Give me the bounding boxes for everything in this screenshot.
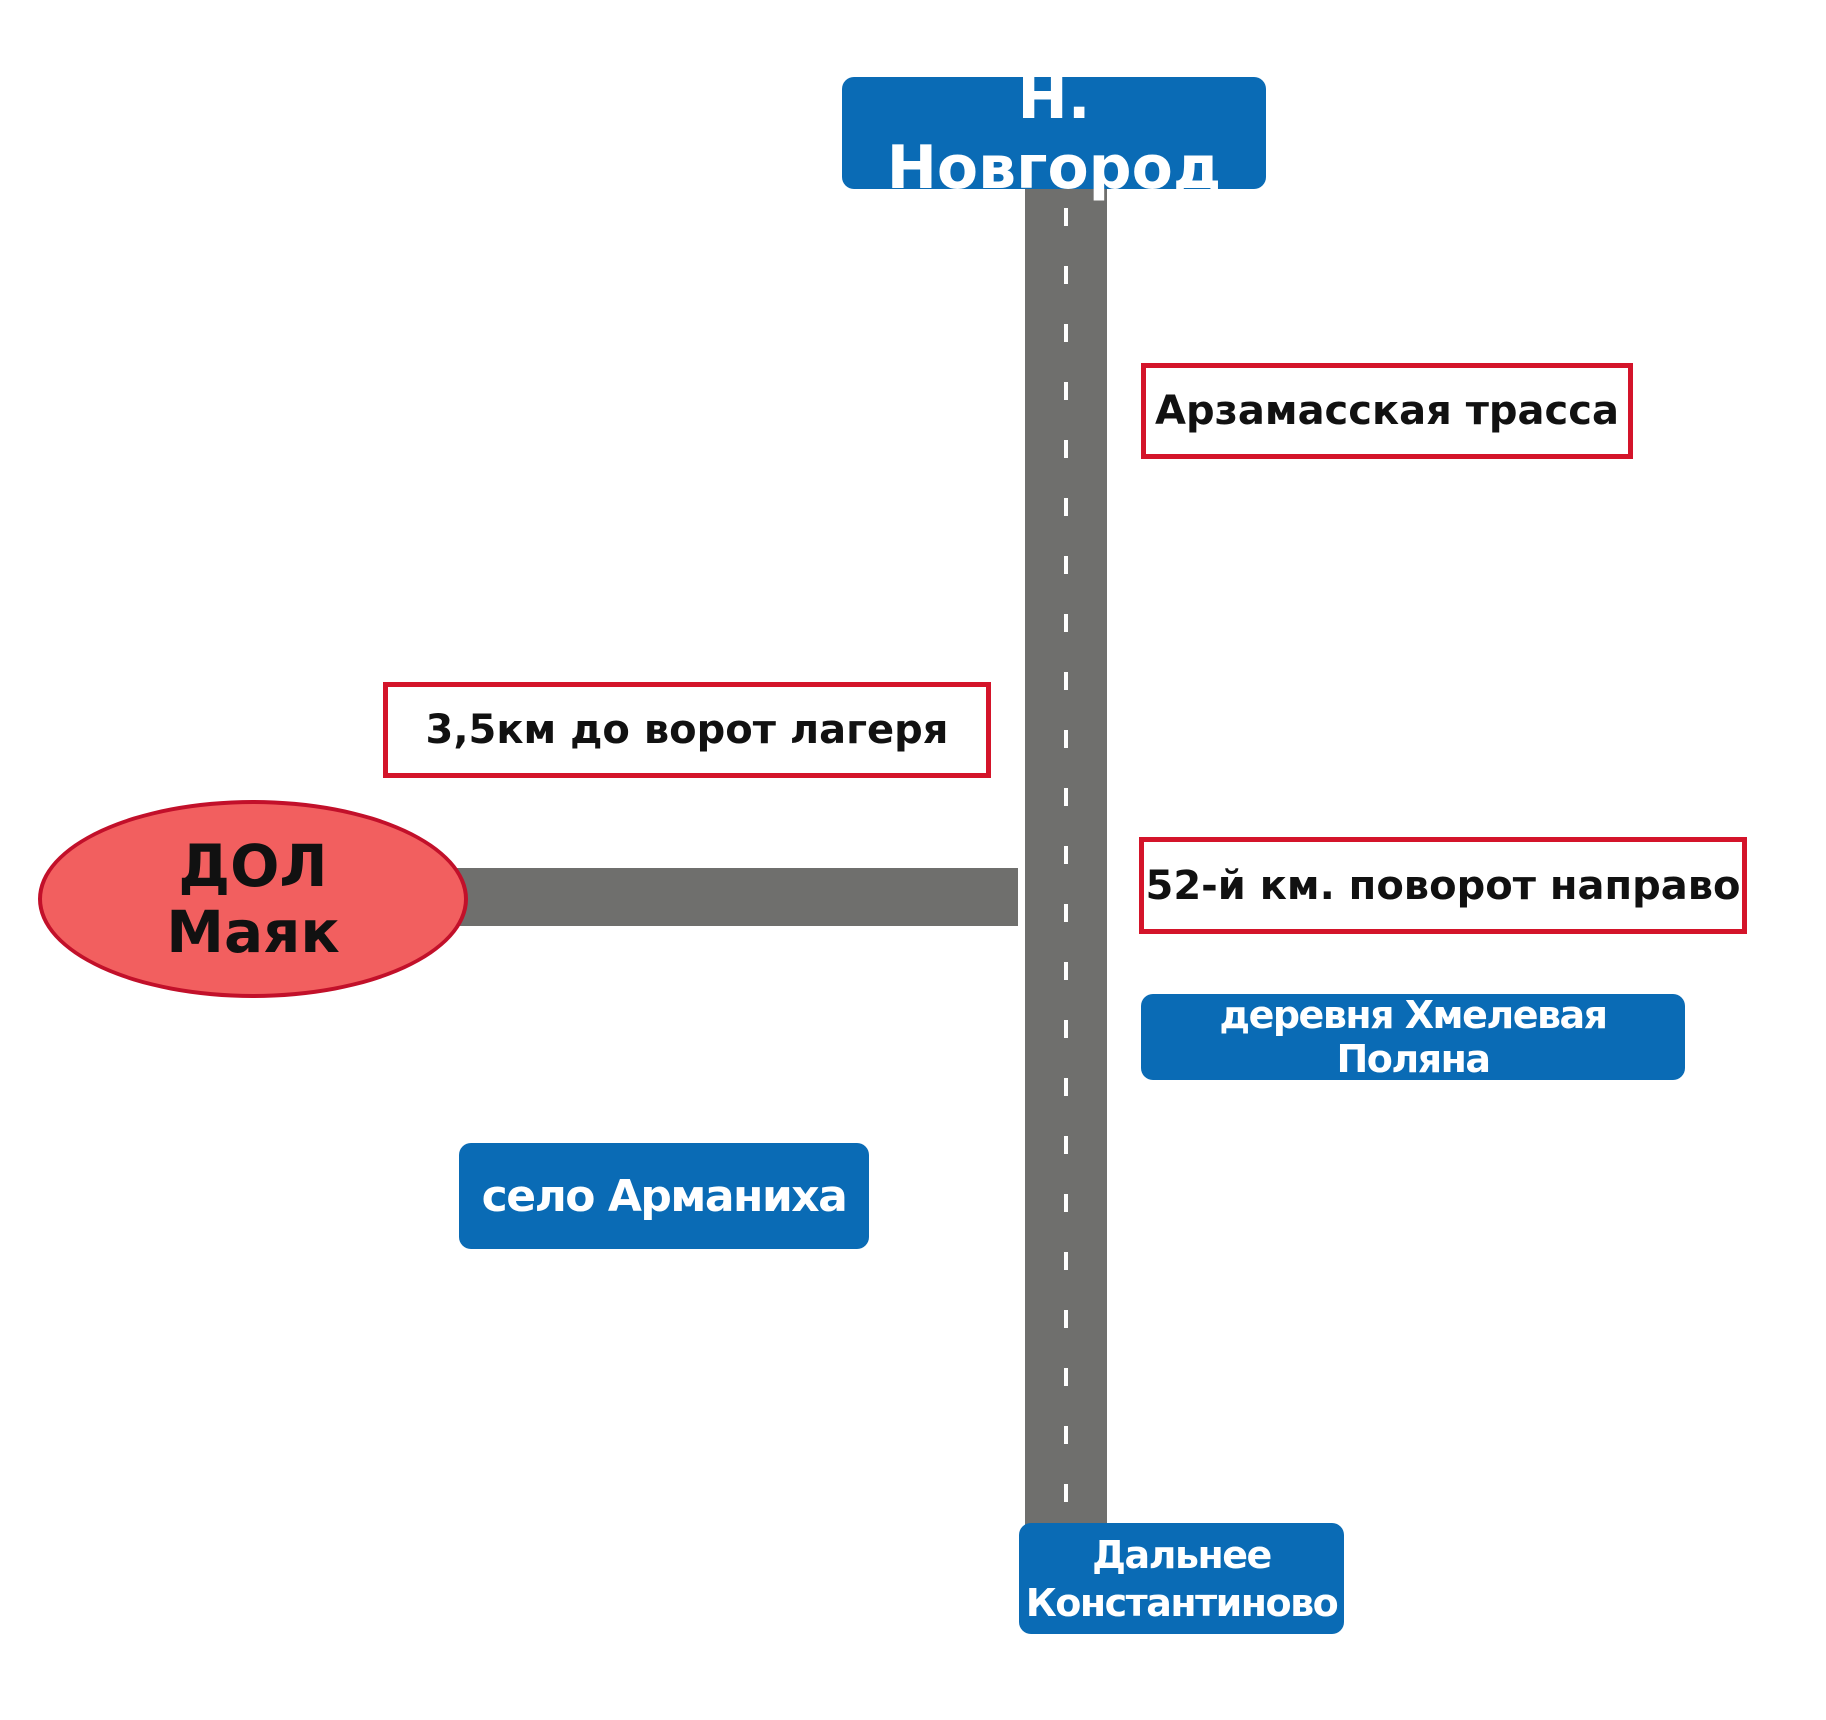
road-center-dashes <box>1064 188 1068 1530</box>
camp-marker-dol-mayak: ДОЛ Маяк <box>38 800 468 998</box>
label-turn-right-52km: 52-й км. поворот направо <box>1139 837 1747 934</box>
label-distance-to-camp-gate: 3,5км до ворот лагеря <box>383 682 991 778</box>
bottom-city-line1: Дальнее <box>1092 1532 1272 1577</box>
city-sign-nizhny-novgorod: Н. Новгород <box>842 63 1266 203</box>
bottom-city-line2: Константиново <box>1025 1580 1339 1625</box>
village-sign-armanikha: село Арманиха <box>459 1143 869 1249</box>
camp-name-line2: Маяк <box>166 898 340 966</box>
camp-name-line1: ДОЛ <box>178 832 328 900</box>
label-arzamas-highway: Арзамасская трасса <box>1141 363 1633 459</box>
city-sign-dalnee-konstantinovo: Дальнее Константиново <box>1019 1523 1344 1634</box>
main-road-arzamas-highway <box>1025 188 1107 1530</box>
branch-road-to-camp <box>456 868 1018 926</box>
village-sign-khmelevaya-polyana: деревня Хмелевая Поляна <box>1141 993 1685 1081</box>
